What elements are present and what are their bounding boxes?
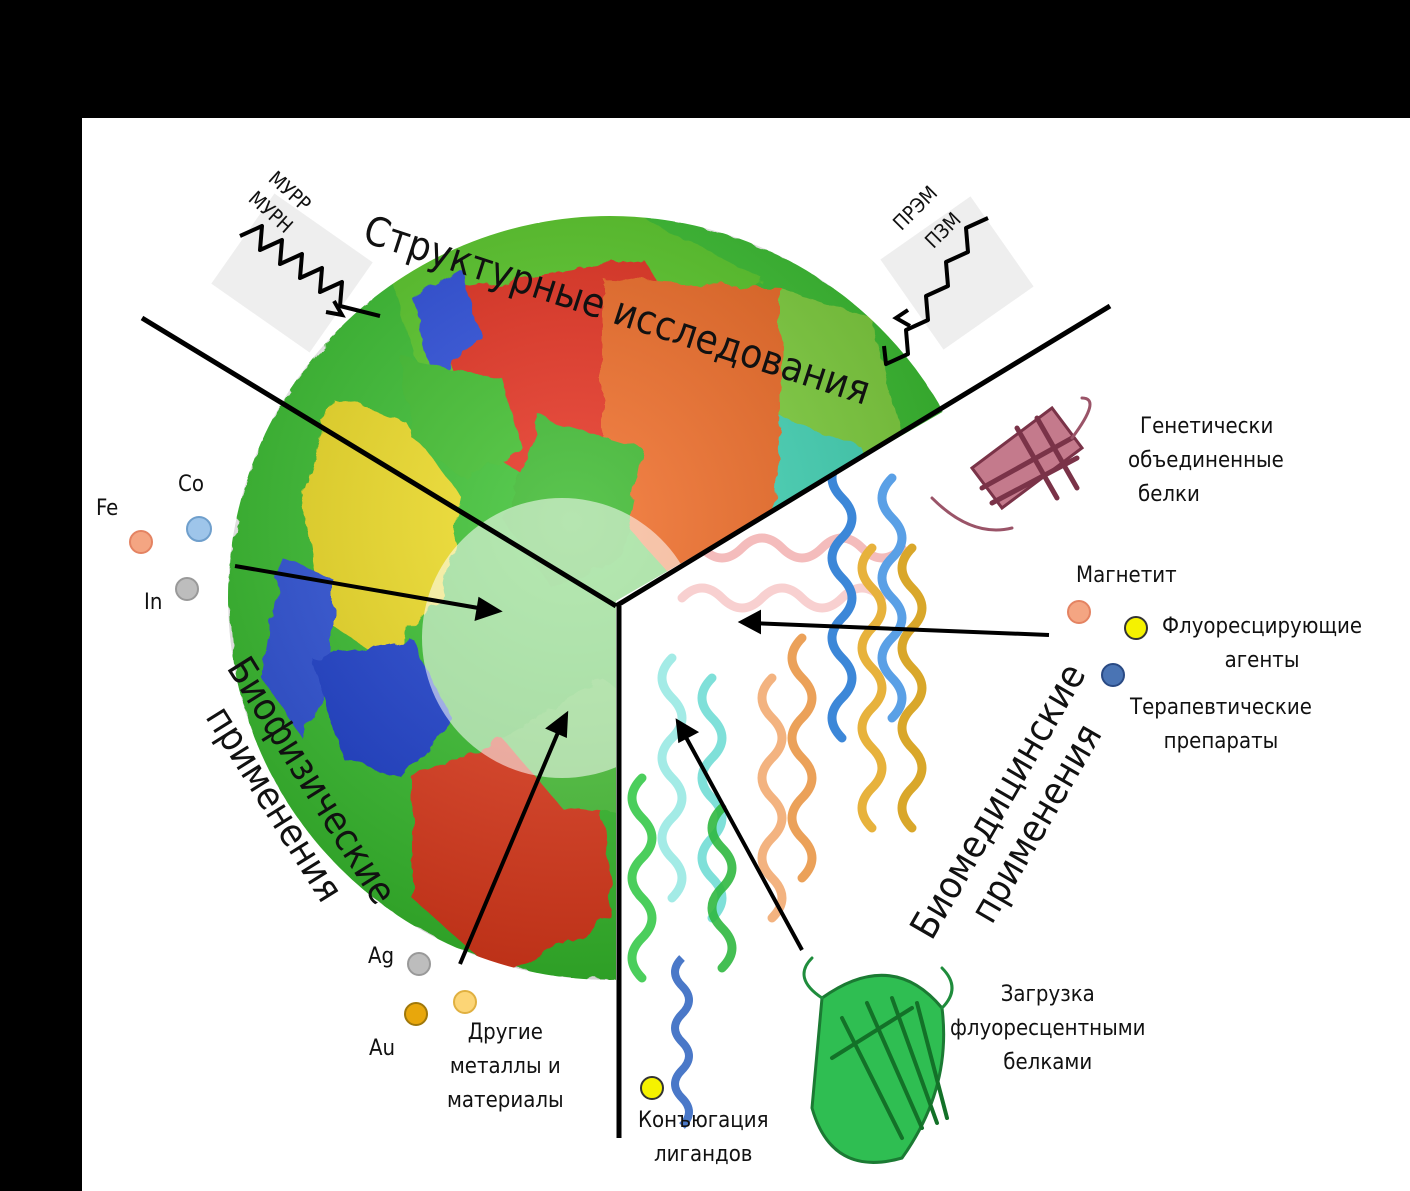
stem-afm-arrow <box>880 196 1034 366</box>
in-label: In <box>144 590 163 615</box>
saxs-sans-arrow <box>211 193 381 353</box>
fusion-protein-ribbon <box>930 396 1092 532</box>
therapeutic-dot <box>1101 663 1125 687</box>
figure-panel: Структурные исследования Биофизические п… <box>82 118 1410 1191</box>
sector-dividers <box>140 303 1112 1138</box>
therapeutics-label: Терапевтические препараты <box>1130 695 1312 754</box>
element-dots <box>129 516 1148 1100</box>
au-label: Au <box>369 1036 396 1061</box>
figure-artwork <box>129 193 1148 1164</box>
magnetite-dot <box>1067 600 1091 624</box>
au-dot <box>404 1002 428 1026</box>
magnetite-label: Магнетит <box>1076 563 1177 588</box>
ag-label: Ag <box>368 944 395 969</box>
fe-label: Fe <box>96 496 119 521</box>
co-dot <box>186 516 212 542</box>
other-metals-dot <box>453 990 477 1014</box>
ag-dot <box>407 952 431 976</box>
pointer-arrows <box>234 564 1050 965</box>
in-dot <box>175 577 199 601</box>
genetic-fusion-label: Генетически объединенные белки <box>1128 414 1284 507</box>
fluorescent-agents-label: Флуоресцирующие агенты <box>1162 614 1363 673</box>
co-label: Co <box>178 472 204 497</box>
fluorescent-loading-label: Загрузка флуоресцентными белками <box>950 982 1146 1075</box>
gfp-ribbon <box>802 956 954 1164</box>
fluor-agent-dot <box>1124 616 1148 640</box>
other-metals-label: Другие металлы и материалы <box>447 1020 564 1113</box>
ligand-dot <box>640 1076 664 1100</box>
fe-dot <box>129 530 153 554</box>
conjugation-label: Конъюгация лигандов <box>638 1108 769 1167</box>
